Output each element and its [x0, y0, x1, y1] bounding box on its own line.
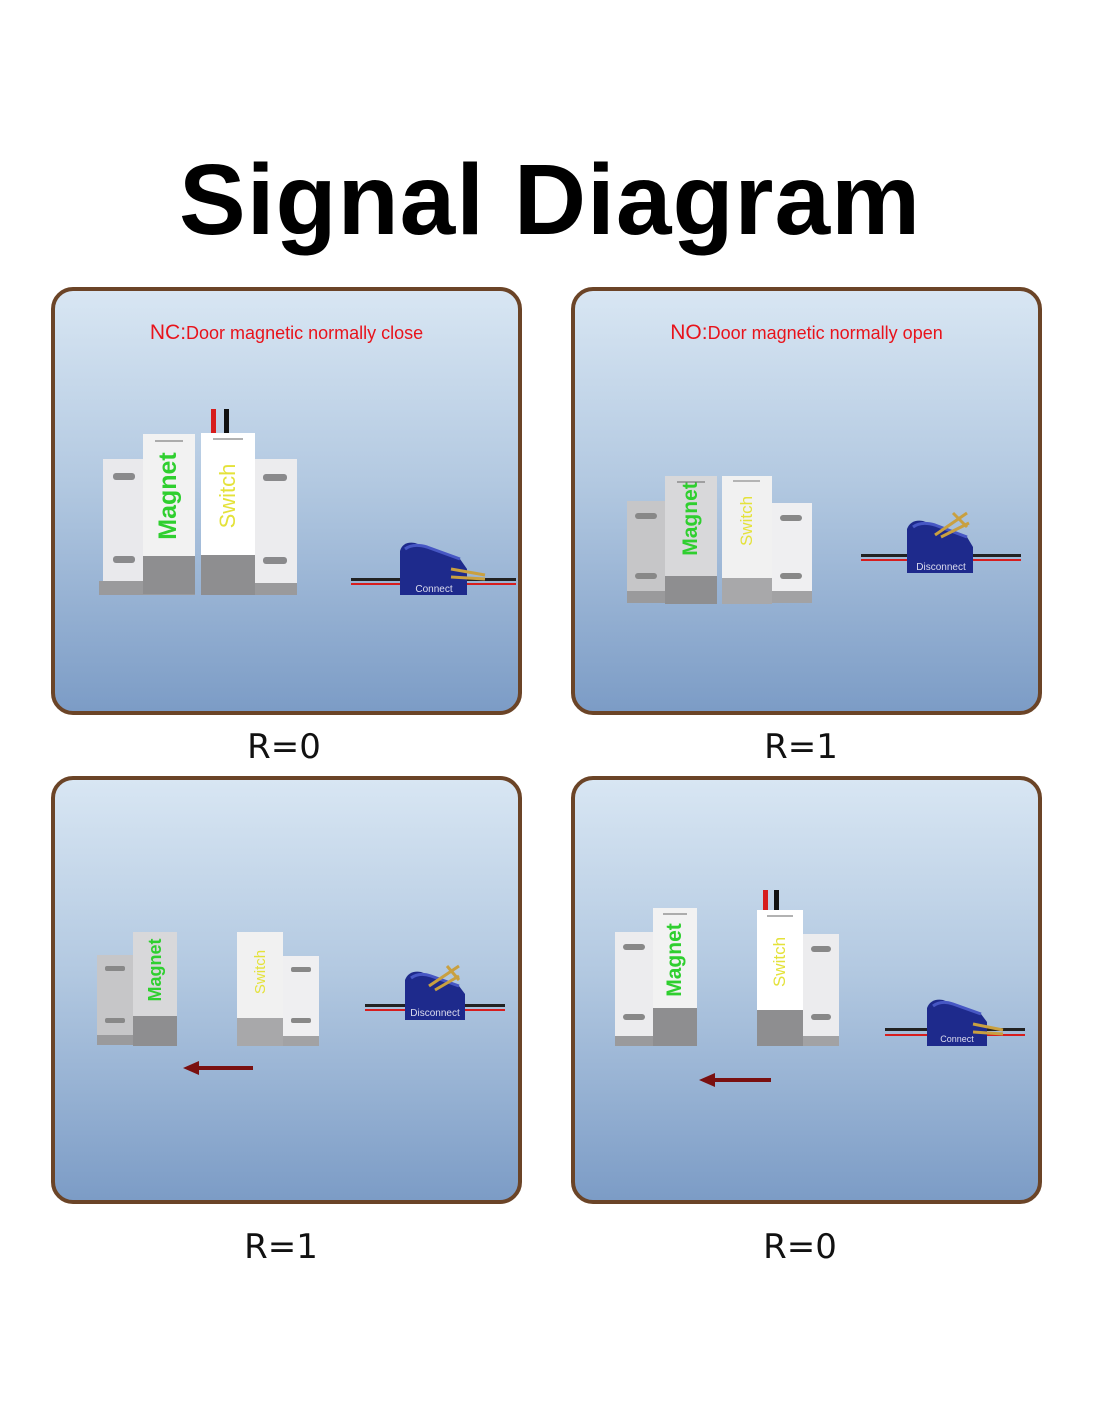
- panel-heading: NC:Door magnetic normally close: [55, 321, 518, 345]
- panel-heading-code: NO:: [670, 321, 708, 344]
- nc-illustration: Magnet Switch Connect: [99, 409, 516, 595]
- magnet-label: Magnet: [663, 923, 686, 997]
- result-label: R=1: [764, 727, 838, 767]
- red-wire: [211, 409, 216, 435]
- black-wire: [774, 890, 779, 910]
- relay-label: Connect: [940, 1034, 974, 1044]
- relay-label: Disconnect: [410, 1008, 460, 1019]
- relay-label: Disconnect: [916, 562, 966, 573]
- panel-heading-text: Door magnetic normally open: [707, 323, 943, 343]
- switch-mount-block: [803, 934, 839, 1046]
- no-separated-panel: Magnet Switch Connect: [571, 776, 1042, 1204]
- red-wire: [763, 890, 768, 910]
- page-title: Signal Diagram: [179, 144, 921, 256]
- magnet-label: Magnet: [679, 482, 702, 556]
- switch-label: Switch: [737, 496, 756, 546]
- switch-body: Switch: [201, 433, 255, 595]
- relay-connect: Connect: [351, 542, 516, 595]
- magnet-mount-block: [99, 459, 195, 595]
- result-label: R=1: [244, 1227, 318, 1267]
- magnet-body: Magnet: [133, 932, 177, 1046]
- panel-heading-code: NC:: [149, 321, 187, 344]
- relay-disconnect: Disconnect: [365, 964, 505, 1020]
- switch-body: Switch: [722, 476, 772, 604]
- no-separated-illustration: Magnet Switch Connect: [615, 890, 1025, 1087]
- switch-mount-block: [283, 956, 319, 1046]
- direction-arrow: [183, 1061, 253, 1075]
- switch-label: Switch: [770, 937, 789, 987]
- relay-connect: Connect: [885, 999, 1025, 1046]
- result-label: R=0: [763, 1227, 837, 1267]
- panel-heading: NO:Door magnetic normally open: [575, 321, 1038, 345]
- panel-heading-text: Door magnetic normally close: [186, 323, 424, 343]
- magnet-body: Magnet: [665, 476, 717, 604]
- result-label: R=0: [247, 727, 321, 767]
- nc-separated-illustration: Magnet Switch Disconnect: [97, 932, 505, 1075]
- switch-label: Switch: [215, 464, 240, 529]
- relay-disconnect: Disconnect: [861, 511, 1021, 573]
- magnet-label: Magnet: [154, 452, 182, 540]
- direction-arrow: [699, 1073, 771, 1087]
- magnet-body: Magnet: [653, 908, 697, 1046]
- no-panel: NO:Door magnetic normally open Magnet Sw…: [571, 287, 1042, 715]
- black-wire: [224, 409, 229, 435]
- nc-separated-panel: Magnet Switch Disconnect: [51, 776, 522, 1204]
- switch-mount-block: [772, 503, 812, 603]
- magnet-label: Magnet: [145, 938, 165, 1001]
- switch-body: Switch: [757, 910, 803, 1046]
- no-illustration: Magnet Switch Disconnect: [627, 476, 1021, 604]
- switch-label: Switch: [252, 950, 269, 994]
- switch-mount-block: [255, 459, 297, 595]
- nc-panel: NC:Door magnetic normally close Magnet S…: [51, 287, 522, 715]
- magnet-body: Magnet: [143, 434, 195, 594]
- switch-body: Switch: [237, 932, 283, 1046]
- relay-label: Connect: [415, 584, 452, 595]
